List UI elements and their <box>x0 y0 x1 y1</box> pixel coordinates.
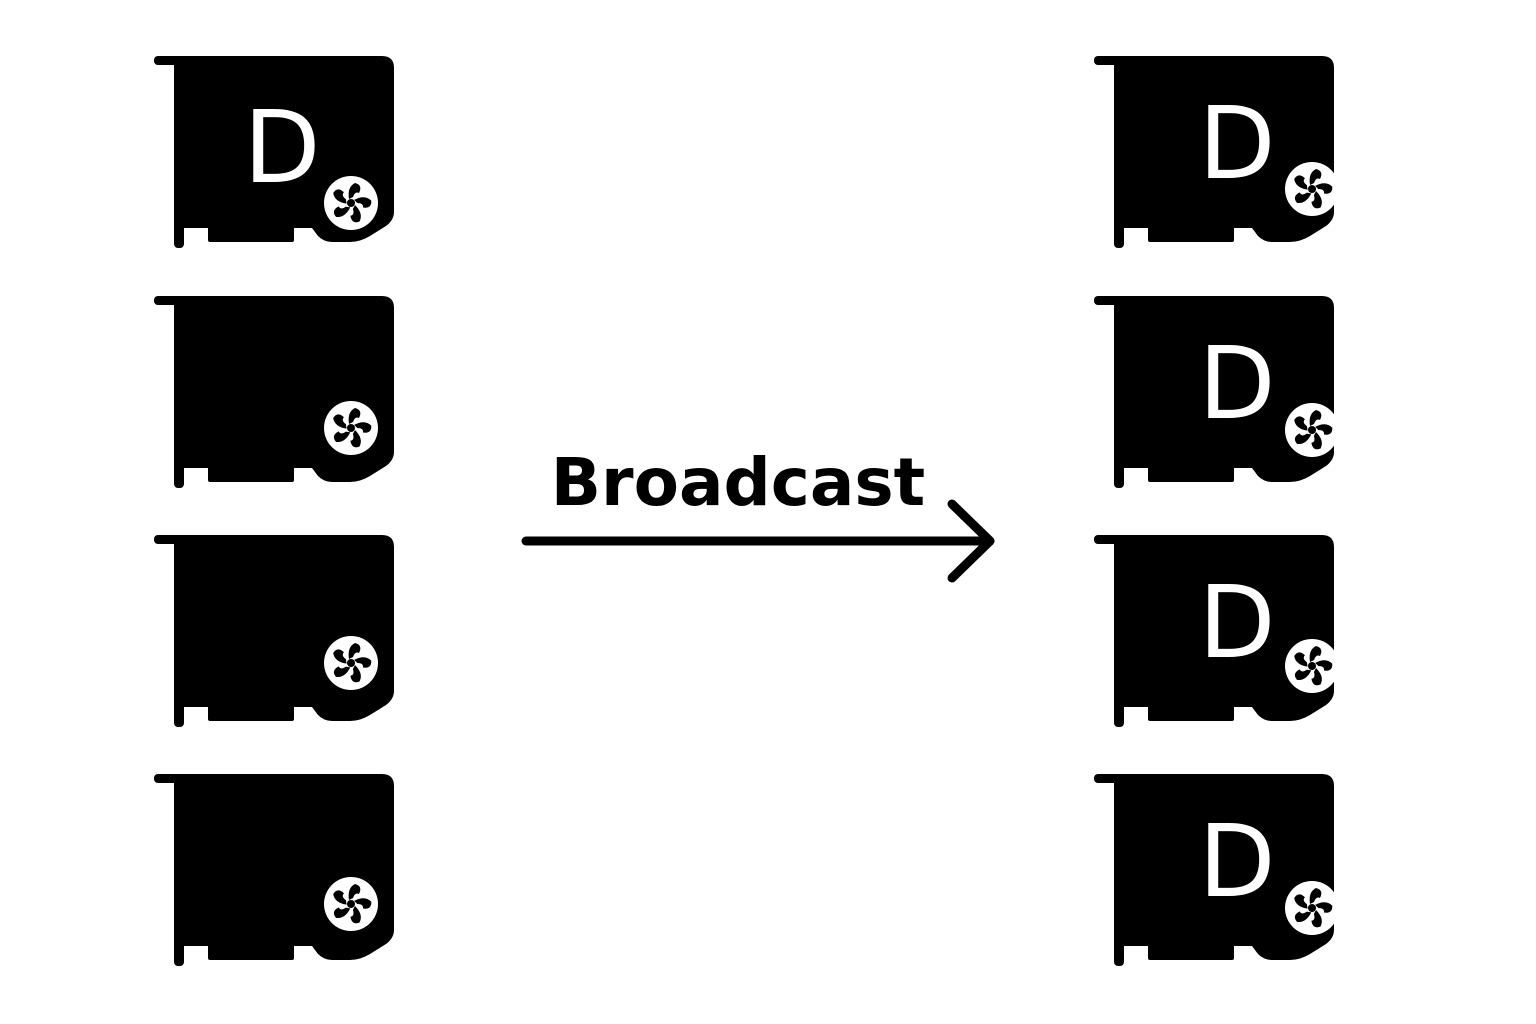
destination-gpu-card: D <box>1094 535 1339 727</box>
source-gpu-card <box>154 535 394 727</box>
right-arrow-icon <box>521 499 995 583</box>
source-gpu-card <box>154 774 394 966</box>
gpu-data-label: D <box>1198 85 1275 202</box>
source-gpu-column: D <box>154 56 394 966</box>
fan-icon <box>1285 639 1339 693</box>
fan-icon <box>324 176 378 230</box>
fan-icon <box>1285 403 1339 457</box>
destination-gpu-column: D D D D <box>1094 56 1339 966</box>
broadcast-arrow: Broadcast <box>521 444 995 583</box>
destination-gpu-card: D <box>1094 296 1339 488</box>
gpu-data-label: D <box>243 89 320 206</box>
fan-icon <box>324 401 378 455</box>
destination-gpu-card: D <box>1094 56 1339 248</box>
fan-icon <box>1285 881 1339 935</box>
source-gpu-card <box>154 296 394 488</box>
gpu-data-label: D <box>1198 325 1275 442</box>
destination-gpu-card: D <box>1094 774 1339 966</box>
gpu-data-label: D <box>1198 564 1275 681</box>
fan-icon <box>1285 162 1339 216</box>
gpu-data-label: D <box>1198 803 1275 920</box>
fan-icon <box>324 636 378 690</box>
source-gpu-card: D <box>154 56 394 248</box>
arrow-label: Broadcast <box>551 444 925 521</box>
fan-icon <box>324 877 378 931</box>
